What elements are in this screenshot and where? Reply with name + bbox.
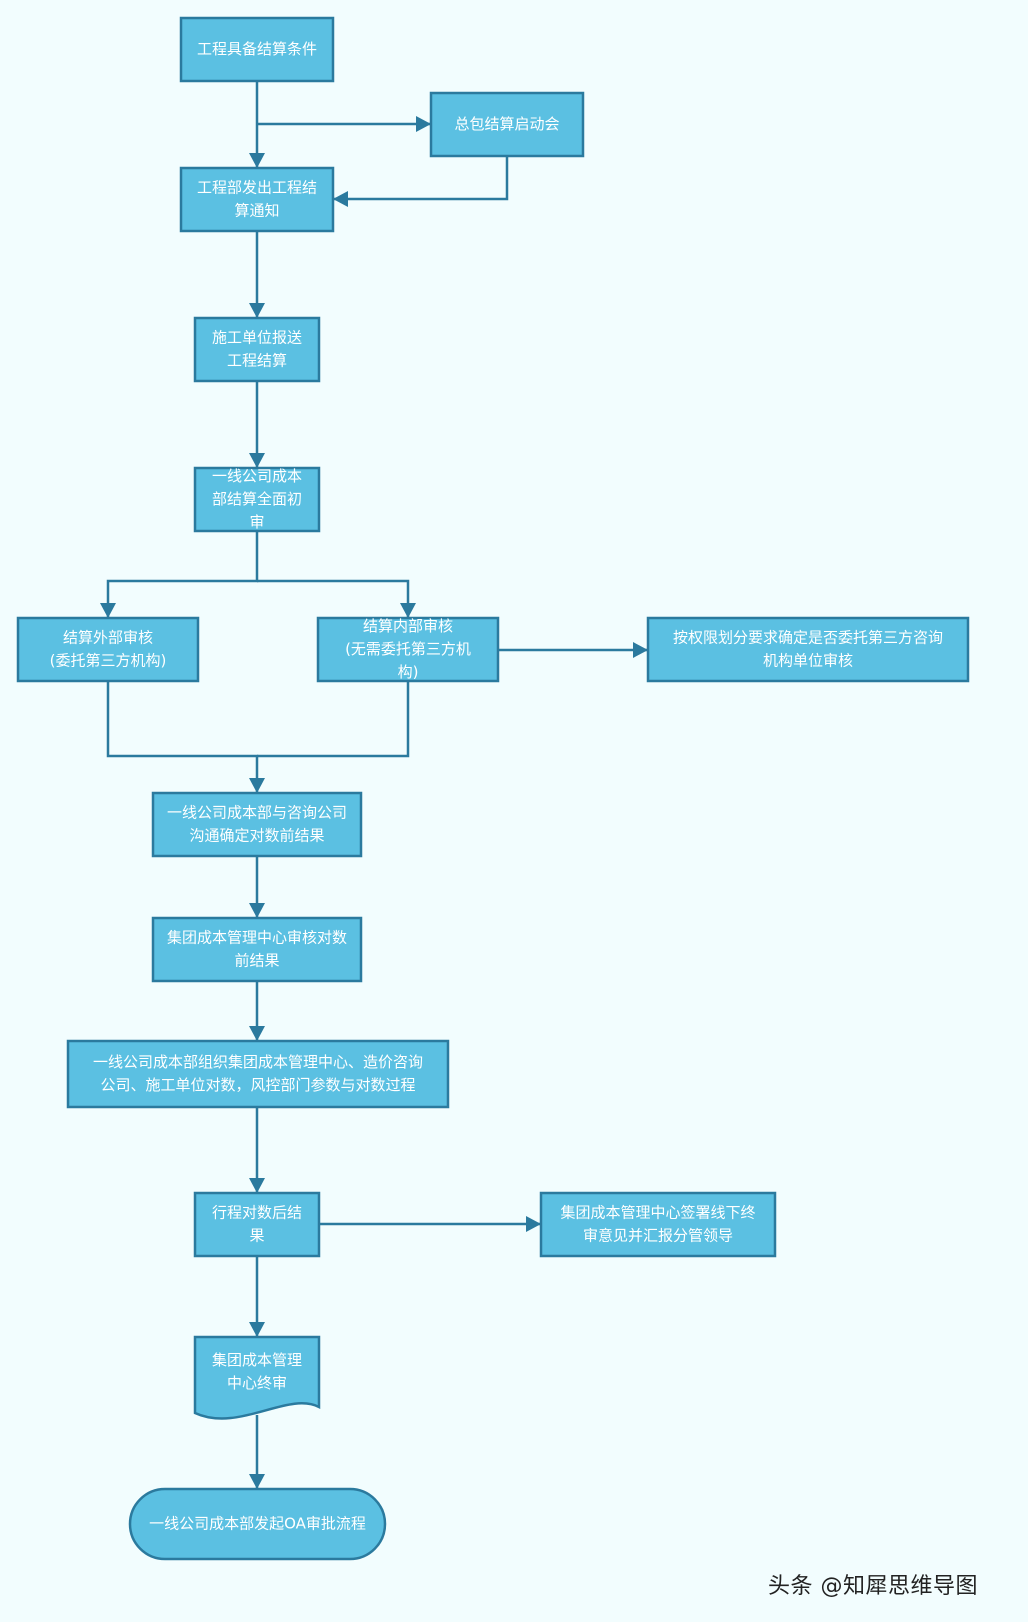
flow-node-n11: 一线公司成本部组织集团成本管理中心、造价咨询公司、施工单位对数，风控部门参数与对… [66,1039,450,1109]
arrowhead-n10-n11 [249,1026,265,1041]
edge-n5-n6 [106,531,259,618]
node-label-n3-line-1: 工程部发出工程结 [197,179,317,197]
node-shape-n4 [193,316,321,383]
node-shape-n8 [646,616,970,683]
node-shape-n15 [128,1487,387,1561]
node-shape-n2 [429,91,585,158]
node-label-n3-line-2: 算通知 [234,202,279,220]
node-shape-n14 [193,1335,321,1420]
node-label-n10-line-1: 集团成本管理中心审核对数 [167,929,347,947]
node-label-n12-line-1: 行程对数后结 [212,1204,302,1222]
node-shape-n3 [179,166,335,233]
node-shape-n13 [539,1191,777,1258]
node-shape-n10 [151,916,363,983]
node-shape-n5 [193,466,321,533]
arrowhead-n5-n6 [100,603,116,618]
node-label-n2-line-1: 总包结算启动会 [454,115,559,133]
node-label-n8-line-2: 机构单位审核 [763,652,853,670]
node-label-n11-line-1: 一线公司成本部组织集团成本管理中心、造价咨询 [93,1053,423,1071]
node-label-n4-line-1: 施工单位报送 [212,329,302,347]
node-label-n7-line-3: 构) [398,663,419,681]
arrowhead-n12-n14 [249,1322,265,1337]
edge-n6-n9 [106,681,259,793]
edge-n5-n7 [257,579,410,618]
node-label-n11-line-2: 公司、施工单位对数，风控部门参数与对数过程 [100,1076,415,1094]
node-shape-n6 [16,616,200,683]
edge-n2-n3 [333,156,509,201]
node-label-n1-line-1: 工程具备结算条件 [197,40,317,58]
node-label-n6-line-1: 结算外部审核 [63,629,153,647]
node-label-n5-line-1: 一线公司成本 [212,467,302,485]
node-label-n5-line-2: 部结算全面初 [212,490,302,508]
node-label-n13-line-1: 集团成本管理中心签署线下终 [560,1204,755,1222]
arrowhead-n3-n4 [249,303,265,318]
arrowhead-n1-n3 [249,153,265,168]
node-label-n6-line-2: (委托第三方机构) [50,652,167,670]
node-shape-n7 [316,616,500,683]
node-label-n9-line-2: 沟通确定对数前结果 [189,827,324,845]
edge-n7-n9 [257,681,410,758]
arrowhead-n14-n15 [249,1474,265,1489]
node-label-n8-line-1: 按权限划分要求确定是否委托第三方咨询 [673,629,943,647]
node-label-n5-line-3: 审 [249,513,264,531]
flow-node-n6: 结算外部审核 (委托第三方机构) [16,616,200,683]
node-label-n9-line-1: 一线公司成本部与咨询公司 [167,804,347,822]
node-label-n7-line-1: 结算内部审核 [363,617,453,635]
node-shape-n12 [193,1191,321,1258]
node-label-n14-line-2: 中心终审 [227,1374,287,1392]
node-label-n10-line-2: 前结果 [234,952,279,970]
watermark-text: 头条 @知犀思维导图 [768,1574,978,1599]
node-label-n13-line-2: 审意见并汇报分管领导 [583,1227,733,1245]
arrowhead-n1-n2 [416,116,431,132]
node-label-n14-line-1: 集团成本管理 [212,1351,302,1369]
node-shape-n9 [151,791,363,858]
flow-node-n2: 总包结算启动会 [429,91,585,158]
arrowhead-n6-n9 [249,778,265,793]
arrowhead-n5-n7 [400,603,416,618]
node-shape-n1 [179,16,335,83]
arrowhead-n7-n8 [633,642,648,658]
arrowhead-n4-n5 [249,453,265,468]
node-label-n12-line-2: 果 [249,1227,264,1245]
node-shape-n11 [66,1039,450,1109]
flow-node-n15: 一线公司成本部发起OA审批流程 [128,1487,387,1561]
node-label-n15-line-1: 一线公司成本部发起OA审批流程 [149,1515,366,1533]
arrowhead-n9-n10 [249,903,265,918]
arrowhead-n11-n12 [249,1178,265,1193]
node-label-n7-line-2: (无需委托第三方机 [345,640,471,658]
arrowhead-n2-n3 [333,191,348,207]
arrowhead-n12-n13 [526,1216,541,1232]
node-label-n4-line-2: 工程结算 [227,352,287,370]
flow-node-n1: 工程具备结算条件 [179,16,335,83]
